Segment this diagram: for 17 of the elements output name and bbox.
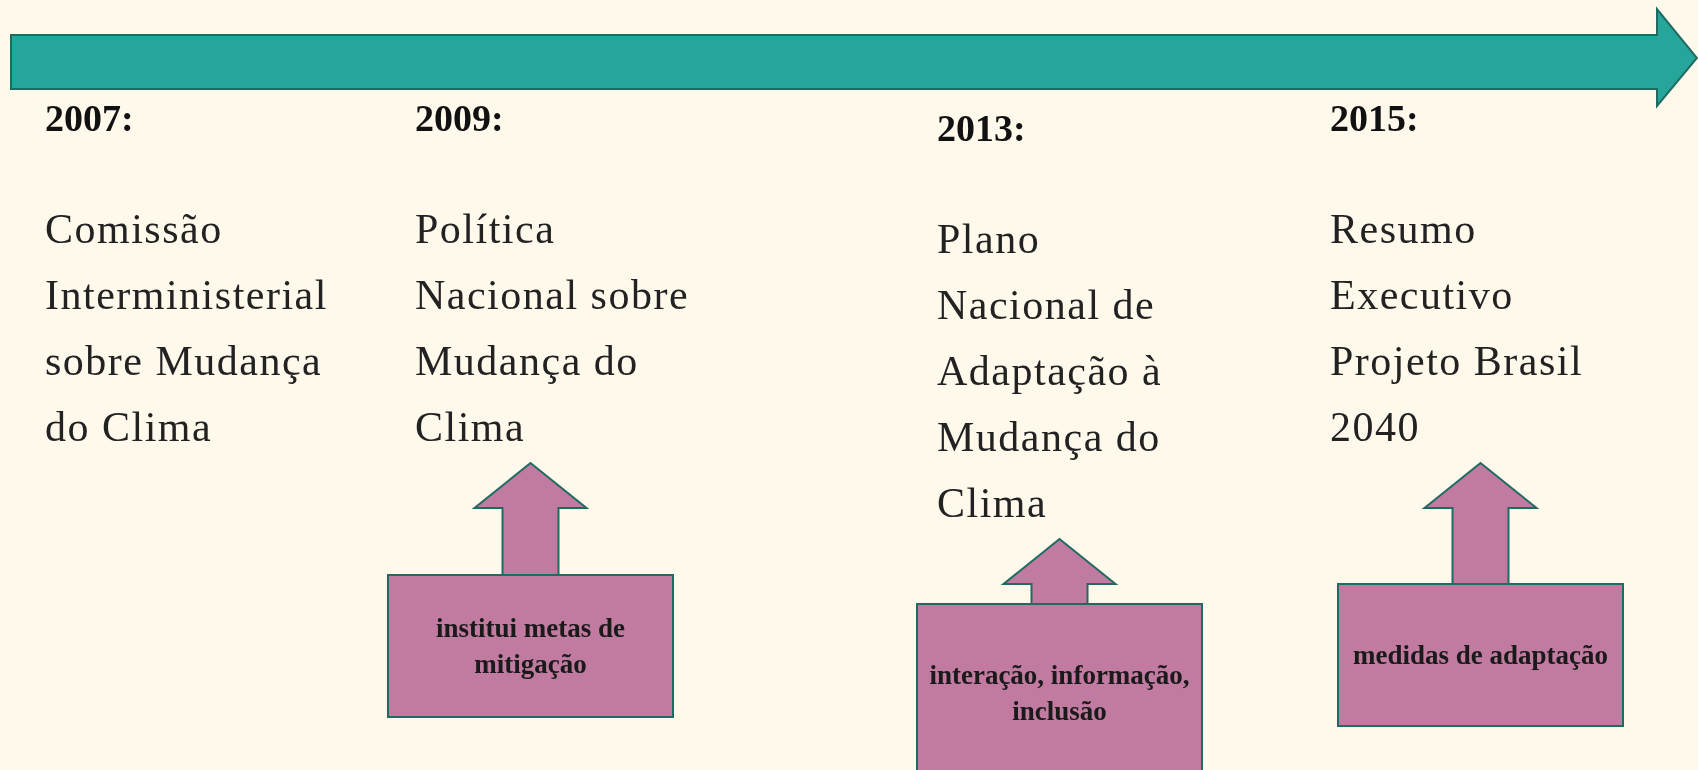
callout-text: institui metas de mitigação xyxy=(435,611,626,681)
event-description: Política Nacional sobre Mudança do Clima xyxy=(415,204,691,452)
callout-box xyxy=(1337,583,1624,727)
callout-box xyxy=(916,603,1203,770)
callout-text: interação, informação, inclusão xyxy=(928,658,1191,728)
year-label: 2013: xyxy=(937,108,1027,150)
event-description: Resumo Executivo Projeto Brasil 2040 xyxy=(1330,204,1585,452)
callout-text: medidas de adaptação xyxy=(1353,638,1608,672)
year-label: 2015: xyxy=(1330,98,1420,140)
event-description: Plano Nacional de Adaptação à Mudança do Clima xyxy=(937,214,1164,528)
callout-box xyxy=(387,574,674,718)
year-label: 2007: xyxy=(45,98,135,140)
event-description: Comissão Interministerial sobre Mudança do Clima xyxy=(45,204,329,452)
block-arrow xyxy=(1000,537,1119,605)
block-arrow xyxy=(471,461,590,576)
block-arrow xyxy=(1421,461,1540,585)
year-label: 2009: xyxy=(415,98,505,140)
